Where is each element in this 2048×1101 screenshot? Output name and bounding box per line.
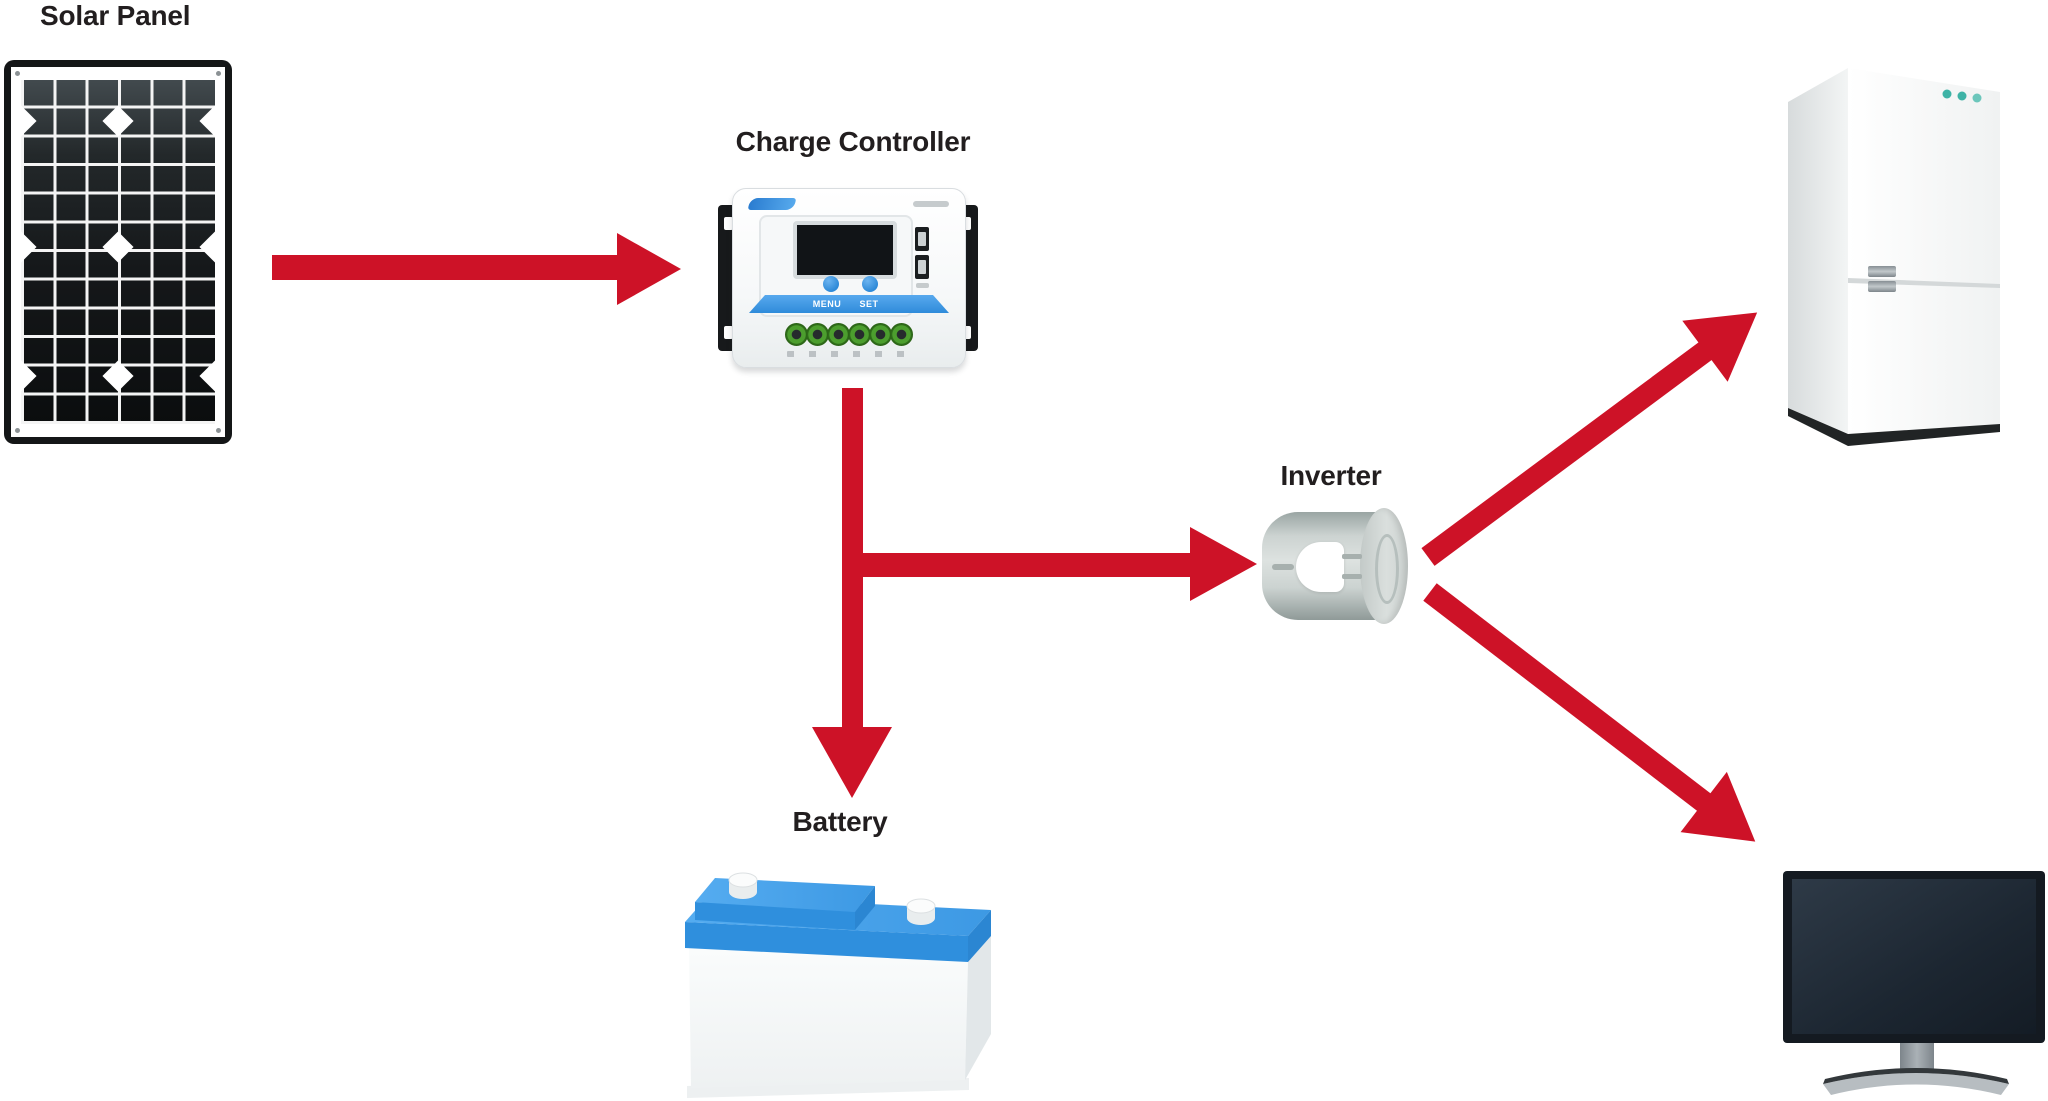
terminal-screw (806, 323, 829, 346)
arrow-shaft (272, 255, 618, 280)
monitor-base-edge (1823, 1068, 2009, 1084)
battery-step-front (695, 902, 855, 930)
solar-panel-illustration (4, 60, 232, 444)
battery-terminal (728, 872, 758, 899)
solar-panel-label: Solar Panel (40, 0, 191, 31)
battery-terminal (906, 898, 936, 925)
cell-diamond (199, 105, 215, 137)
battery-lid-side (968, 910, 991, 962)
cell-diamond (102, 231, 134, 263)
controller-button-left (823, 276, 839, 292)
battery-front (689, 948, 968, 1088)
usb-label (916, 283, 929, 288)
terminal-icons (787, 351, 917, 357)
fridge-door-divider (1848, 278, 2000, 288)
plug-cord (1272, 564, 1294, 570)
model-text (913, 201, 949, 207)
cell-diamond (21, 360, 37, 392)
arrow-head (812, 727, 892, 798)
cell-diamond (102, 360, 134, 392)
fridge-base (1788, 408, 2000, 446)
battery-label: Battery (792, 806, 888, 837)
terminal-screw (827, 323, 850, 346)
plug-prong (1342, 574, 1362, 579)
battery-illustration (685, 850, 993, 1100)
inverter-illustration (1262, 508, 1410, 626)
refrigerator-illustration (1786, 58, 2010, 450)
lcd-screen (793, 221, 897, 279)
usb-port-top (915, 227, 929, 251)
menu-label: MENU (812, 299, 842, 309)
plug-icon (1296, 542, 1344, 592)
fridge-handle-upper (1868, 266, 1896, 277)
cell-diamond (21, 105, 37, 137)
plug-prong (1342, 554, 1362, 559)
arrow-inverter-to-monitor (1423, 583, 1779, 872)
fridge-handle-lower (1868, 281, 1896, 292)
cell-diamond (199, 231, 215, 263)
battery-base (687, 1078, 969, 1098)
fridge-indicator-dots (1942, 89, 1982, 103)
controller-body: MENU SET (732, 188, 966, 368)
cell-diamond (21, 231, 37, 263)
terminal-screw (890, 323, 913, 346)
set-label: SET (859, 299, 879, 309)
screw (216, 71, 221, 76)
charge-controller-label: Charge Controller (735, 126, 971, 157)
arrow-inverter-to-fridge (1421, 282, 1780, 566)
screw (216, 428, 221, 433)
screw (15, 71, 20, 76)
arrow-head (1190, 527, 1257, 601)
solar-cell-grid (21, 80, 215, 424)
panel-inner-frame (11, 67, 225, 437)
arrow-shaft (1423, 583, 1712, 812)
controller-label-bar: MENU SET (749, 295, 949, 313)
fridge-side (1788, 68, 1848, 434)
arrow-shaft (852, 553, 1192, 577)
battery-step-side (855, 886, 875, 930)
screw (15, 428, 20, 433)
terminal-screw (869, 323, 892, 346)
charge-controller-illustration: MENU SET (718, 188, 978, 368)
battery-lid-front (685, 922, 968, 962)
inverter-label: Inverter (1280, 460, 1382, 491)
arrow-head (617, 233, 681, 305)
cell-diamond (102, 105, 134, 137)
fridge-front (1848, 68, 2000, 434)
monitor-illustration (1783, 866, 2048, 1101)
brand-logo (747, 198, 797, 210)
monitor-screen (1792, 879, 2036, 1034)
controller-button-right (862, 276, 878, 292)
cell-diamond (199, 360, 215, 392)
monitor-base (1823, 1073, 2009, 1095)
terminal-screw (848, 323, 871, 346)
usb-port-bottom (915, 255, 929, 279)
battery-side (965, 936, 991, 1080)
terminal-screw (785, 323, 808, 346)
arrow-shaft (1421, 341, 1713, 566)
inverter-end-ring (1375, 534, 1399, 604)
